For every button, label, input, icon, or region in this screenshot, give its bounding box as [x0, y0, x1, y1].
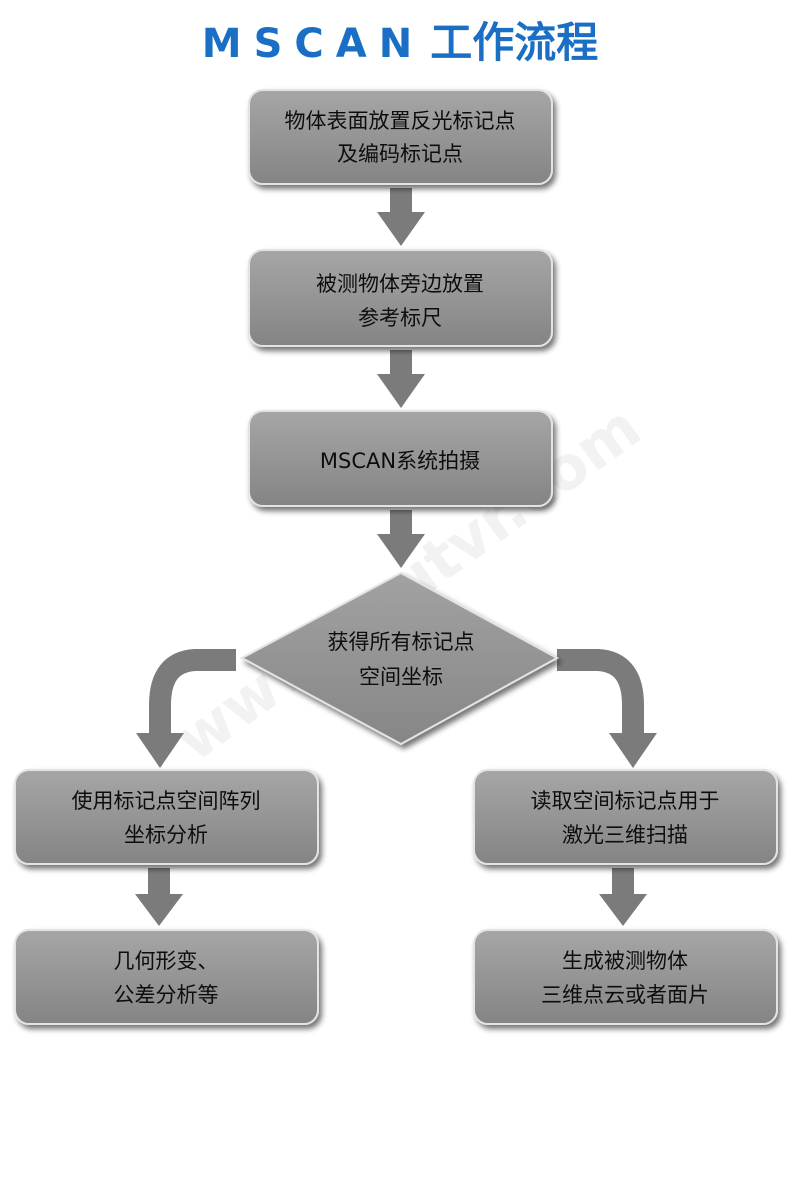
- step-place-markers: 物体表面放置反光标记点 及编码标记点: [248, 89, 553, 185]
- step-place-markers-line2: 及编码标记点: [337, 142, 463, 166]
- decision-marker-coordinates: 获得所有标记点 空间坐标: [239, 571, 560, 746]
- step-place-scale-bar: 被测物体旁边放置 参考标尺: [248, 249, 553, 347]
- arrow-down-right: [599, 868, 647, 926]
- step-laser-scan-line2: 激光三维扫描: [562, 823, 688, 847]
- step-laser-scan: 读取空间标记点用于 激光三维扫描: [473, 769, 778, 865]
- decision-line2: 空间坐标: [359, 665, 443, 689]
- step-deformation-analysis-line2: 公差分析等: [114, 983, 219, 1007]
- step-mscan-capture: MSCAN系统拍摄: [248, 410, 553, 507]
- step-point-cloud: 生成被测物体 三维点云或者面片: [473, 929, 778, 1025]
- step-array-analysis-line1: 使用标记点空间阵列: [72, 789, 261, 813]
- step-laser-scan-line1: 读取空间标记点用于: [531, 789, 720, 813]
- step-deformation-analysis: 几何形变、 公差分析等: [14, 929, 319, 1025]
- step-array-analysis-line2: 坐标分析: [124, 823, 208, 847]
- title-cjk: 工作流程: [430, 18, 598, 67]
- arrow-down-3: [377, 510, 425, 568]
- step-mscan-capture-label: MSCAN系统拍摄: [320, 449, 480, 473]
- arrow-branch-left: [136, 649, 236, 768]
- step-place-markers-line1: 物体表面放置反光标记点: [285, 109, 516, 133]
- step-point-cloud-line1: 生成被测物体: [562, 949, 688, 973]
- step-deformation-analysis-line1: 几何形变、: [114, 949, 219, 973]
- step-array-analysis: 使用标记点空间阵列 坐标分析: [14, 769, 319, 865]
- decision-line1: 获得所有标记点: [328, 630, 475, 654]
- step-place-scale-bar-line2: 参考标尺: [358, 306, 442, 330]
- step-place-scale-bar-line1: 被测物体旁边放置: [316, 272, 484, 296]
- arrow-down-2: [377, 350, 425, 408]
- arrow-branch-right: [557, 649, 657, 768]
- title-latin: MSCAN: [202, 21, 424, 67]
- arrow-down-left: [135, 868, 183, 926]
- step-point-cloud-line2: 三维点云或者面片: [541, 983, 709, 1007]
- arrow-down-1: [377, 188, 425, 246]
